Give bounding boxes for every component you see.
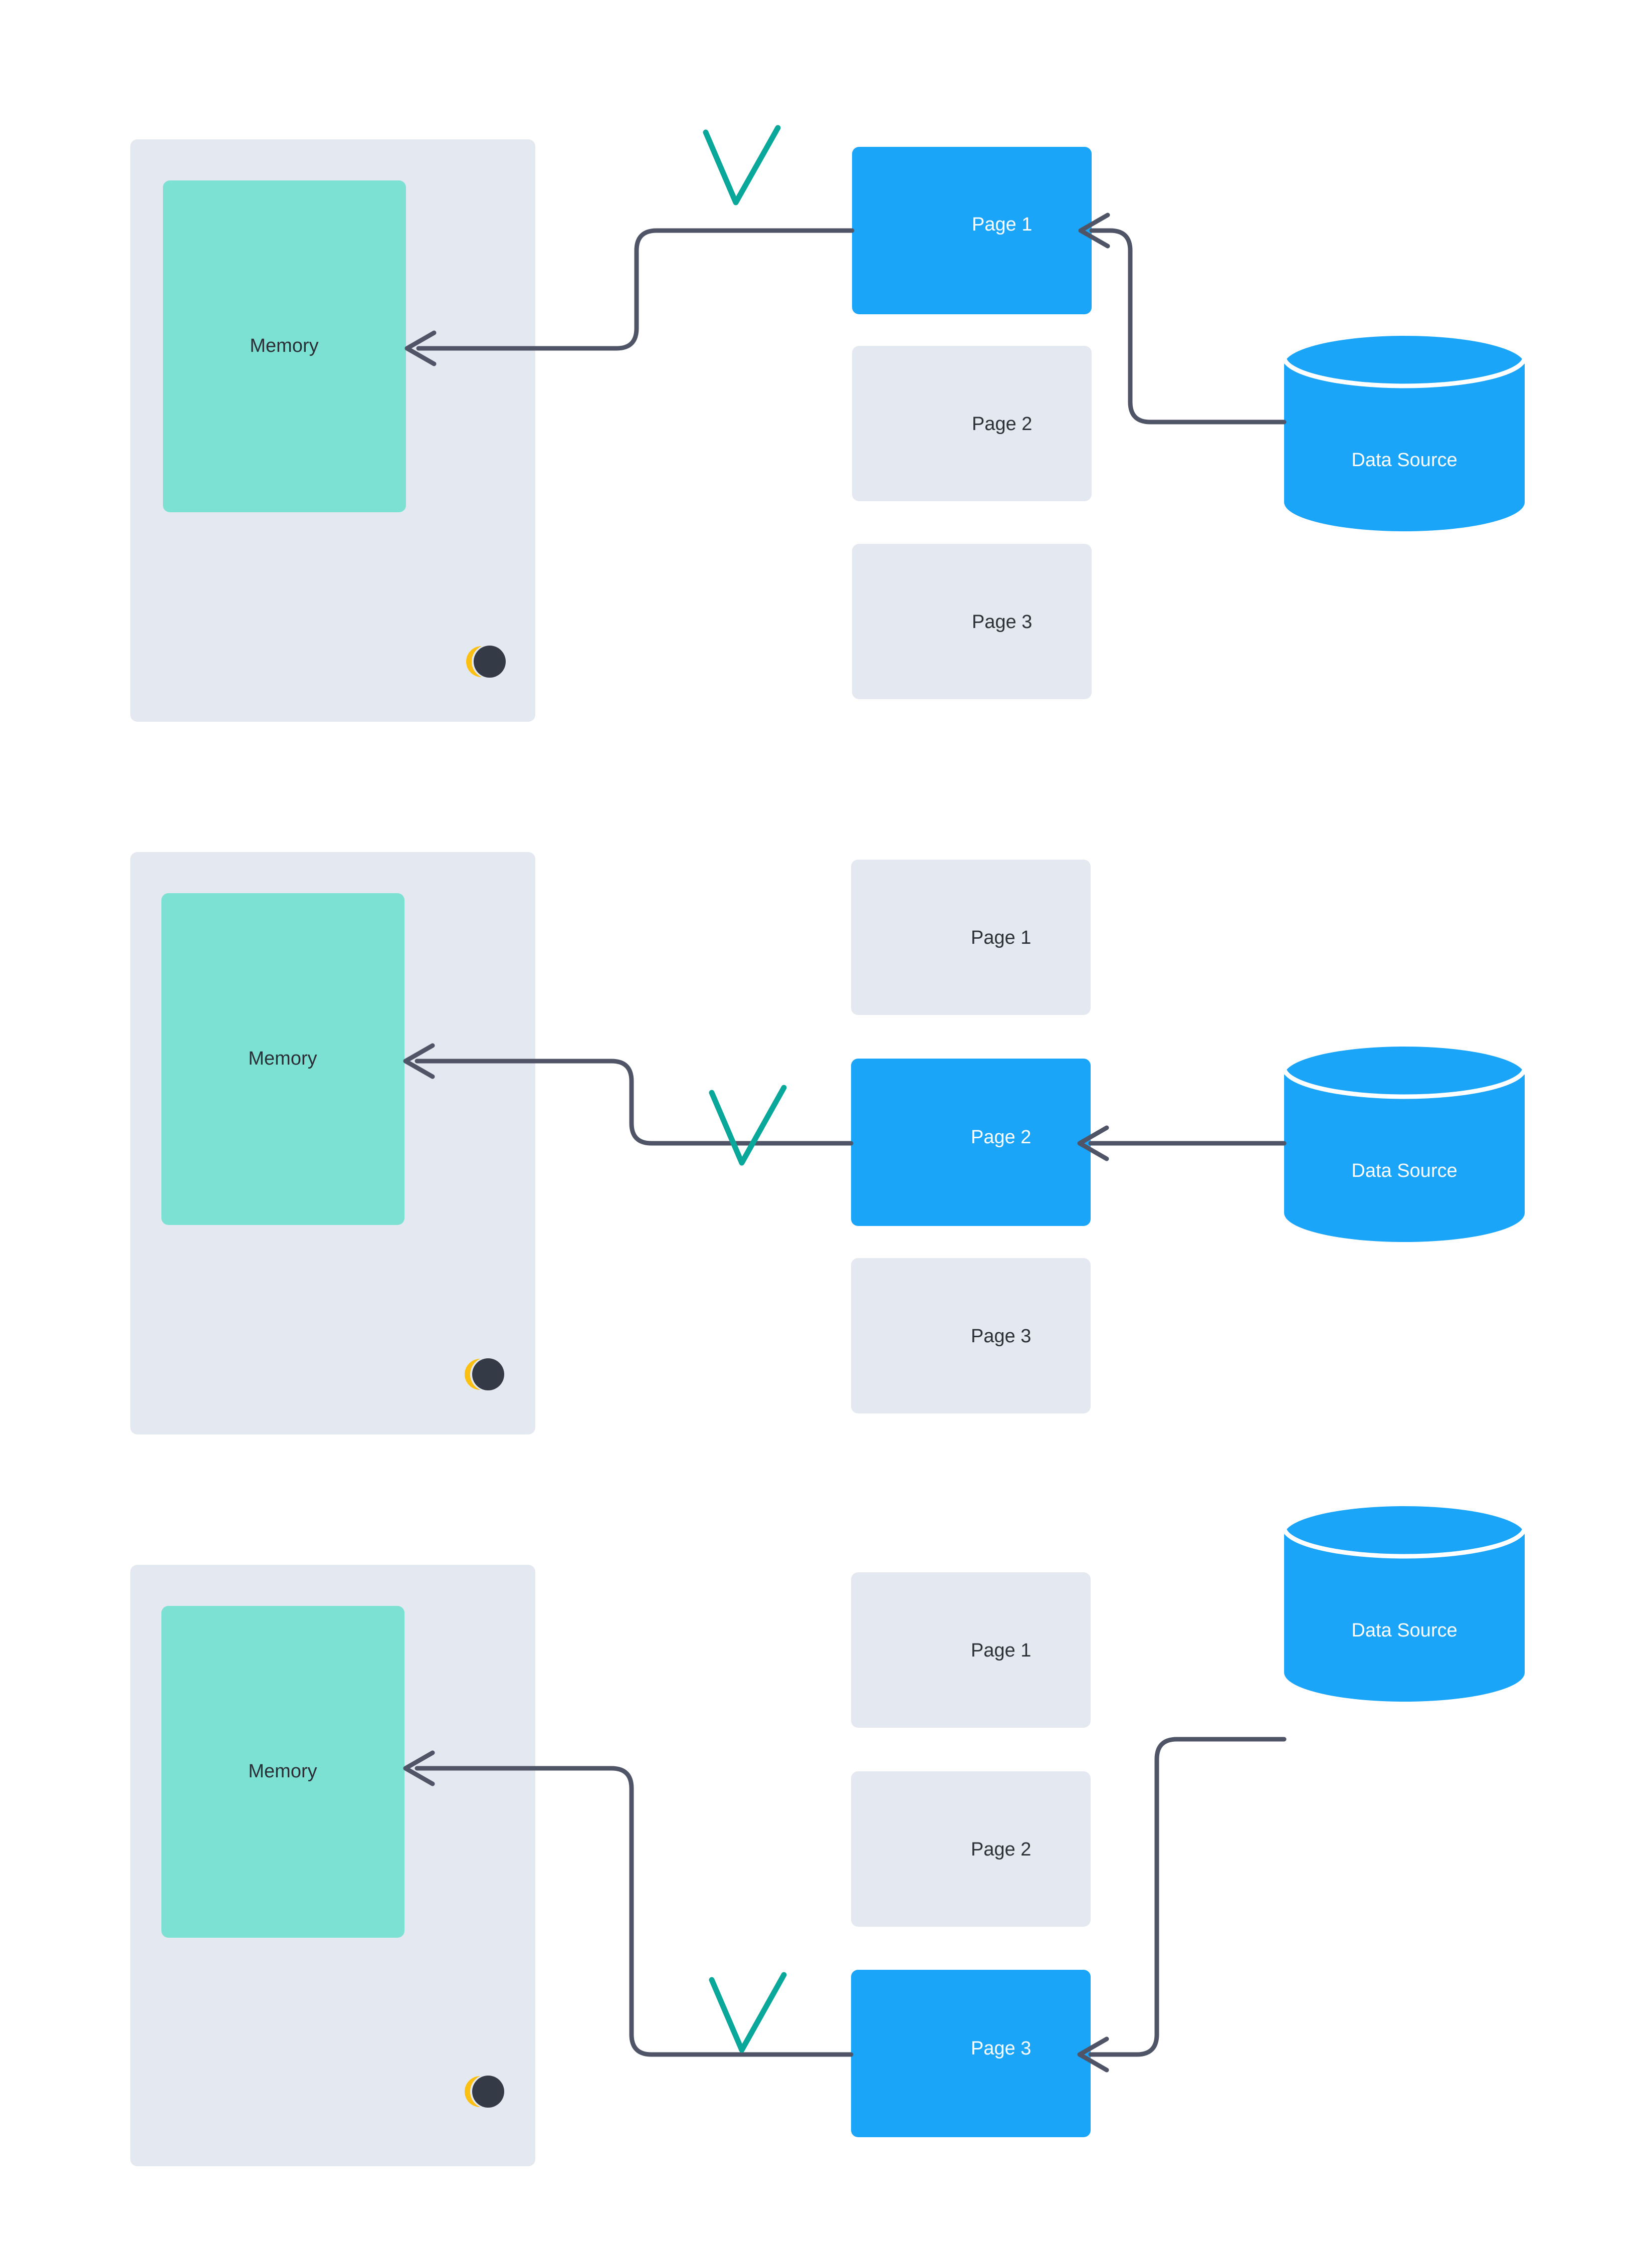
step-2-data-source[interactable]: Data Source: [1282, 1047, 1527, 1242]
step-2-arrowhead-page: [1077, 1125, 1109, 1161]
step-2-memory-block[interactable]: [161, 893, 404, 1225]
brand-logo-icon: [465, 2069, 506, 2114]
step-3-page-3-box[interactable]: [851, 1970, 1091, 2137]
step-2-page-1-label: Page 1: [971, 927, 1031, 948]
brand-logo-icon: [466, 639, 507, 684]
step-2-page-2-box[interactable]: [851, 1059, 1091, 1226]
step-1-page-1-box[interactable]: [852, 147, 1092, 314]
step-2-page-2-label: Page 2: [971, 1127, 1031, 1148]
step-3-arrowhead-page: [1077, 2036, 1109, 2073]
step-1-data-source[interactable]: Data Source: [1282, 336, 1527, 531]
step-1-arrowhead-memory: [404, 330, 437, 366]
step-3-page-1-box[interactable]: [851, 1572, 1091, 1728]
step-3-data-source-label: Data Source: [1351, 1620, 1457, 1641]
step-2-group: Memory Page 1 Page 2 Page 3 Data Source: [130, 852, 1527, 1434]
step-3-page-2-box[interactable]: [851, 1771, 1091, 1927]
step-1-page-3-label: Page 3: [972, 611, 1032, 633]
step-3-memory-block[interactable]: [161, 1606, 404, 1938]
step-3-check-icon: [709, 1972, 787, 2053]
step-1-group: Memory Page 1 Page 2 Page 3 Data Source: [130, 125, 1527, 722]
step-3-connector-page-to-memory: [415, 1766, 854, 2057]
step-3-connector-datasource-to-page: [1088, 1737, 1287, 2057]
step-2-data-source-label: Data Source: [1351, 1160, 1457, 1181]
step-3-page-2-label: Page 2: [971, 1839, 1031, 1860]
step-3-group: Memory Page 1 Page 2 Page 3 Data Source: [130, 1506, 1527, 2166]
step-2-page-3-box[interactable]: [851, 1258, 1091, 1413]
step-1-page-1-label: Page 1: [972, 214, 1032, 235]
step-3-page-3-label: Page 3: [971, 2038, 1031, 2059]
step-3-data-source[interactable]: Data Source: [1282, 1506, 1527, 1702]
step-3-memory-label: Memory: [248, 1761, 317, 1782]
step-2-page-1-box[interactable]: [851, 860, 1091, 1015]
step-2-arrowhead-memory: [403, 1043, 435, 1079]
brand-logo-icon: [465, 1352, 506, 1397]
step-1-data-source-label: Data Source: [1351, 450, 1457, 471]
step-1-page-2-label: Page 2: [972, 414, 1032, 435]
step-1-arrowhead-page: [1078, 213, 1110, 249]
step-2-page-3-label: Page 3: [971, 1326, 1031, 1347]
step-1-memory-block[interactable]: [163, 180, 406, 512]
step-2-memory-label: Memory: [248, 1048, 317, 1069]
step-3-page-1-label: Page 1: [971, 1640, 1031, 1661]
step-3-arrowhead-memory: [403, 1750, 435, 1786]
step-1-connector-datasource-to-page: [1089, 228, 1287, 425]
step-2-check-icon: [709, 1085, 787, 1166]
step-1-memory-label: Memory: [250, 335, 318, 356]
step-1-page-3-box[interactable]: [852, 544, 1092, 699]
step-1-connector-page-to-memory: [416, 228, 855, 351]
step-1-check-icon: [703, 125, 781, 205]
step-2-connector-page-to-memory: [415, 1059, 854, 1146]
step-1-page-2-box[interactable]: [852, 346, 1092, 501]
